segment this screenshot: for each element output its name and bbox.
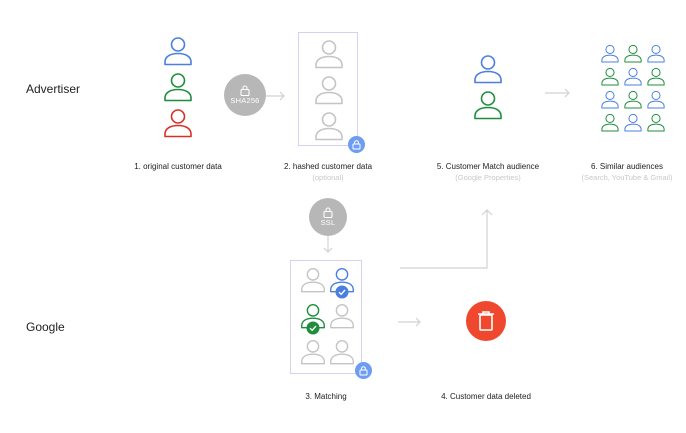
person-icon — [301, 304, 325, 329]
arrow-right-icon — [266, 91, 285, 101]
person-icon — [624, 113, 642, 132]
arrow-right-icon — [545, 88, 570, 98]
person-icon — [601, 90, 619, 109]
arrow-right-icon — [398, 317, 421, 327]
person-icon — [315, 76, 343, 105]
person-icon — [164, 37, 192, 66]
similar-audiences-group — [600, 44, 666, 134]
lock-icon — [240, 85, 250, 96]
person-icon — [301, 340, 325, 365]
customer-match-group — [472, 54, 504, 120]
person-icon — [330, 268, 354, 293]
person-icon — [330, 340, 354, 365]
person-icon — [624, 44, 642, 63]
person-icon — [647, 67, 665, 86]
step-2-caption: 2. hashed customer data — [283, 162, 373, 171]
person-icon — [624, 67, 642, 86]
person-icon — [474, 55, 502, 84]
step-2-subcaption: (optional) — [312, 173, 344, 182]
matching-lock-badge — [355, 362, 372, 379]
person-icon — [474, 91, 502, 120]
person-icon — [601, 67, 619, 86]
row-label-advertiser: Advertiser — [26, 82, 81, 96]
person-icon — [647, 113, 665, 132]
check-icon — [306, 321, 320, 335]
person-icon — [301, 268, 325, 293]
person-icon — [601, 44, 619, 63]
step-5-subcaption: (Google Properties) — [455, 173, 521, 182]
row-label-google: Google — [26, 320, 65, 334]
step-3-caption: 3. Matching — [305, 392, 347, 401]
step-1-caption: 1. original customer data — [134, 162, 222, 171]
person-icon — [601, 113, 619, 132]
step-6-caption: 6. Similar audiences — [590, 162, 664, 171]
step-4-caption: 4. Customer data deleted — [441, 392, 531, 401]
hashed-lock-badge — [348, 136, 365, 153]
step-5-caption: 5. Customer Match audience — [436, 162, 540, 171]
step-6-subcaption: (Search, YouTube & Gmail) — [581, 173, 673, 182]
person-icon — [647, 90, 665, 109]
hashed-data-frame — [298, 32, 358, 146]
arrow-up-icon — [400, 209, 493, 269]
person-icon — [315, 40, 343, 69]
original-data-group — [162, 36, 194, 140]
person-icon — [164, 73, 192, 102]
person-icon — [647, 44, 665, 63]
lock-icon — [352, 140, 361, 150]
person-icon — [624, 90, 642, 109]
lock-icon — [359, 366, 368, 376]
person-icon — [330, 304, 354, 329]
sha256-label: SHA256 — [230, 96, 260, 105]
person-icon — [164, 109, 192, 138]
check-icon — [335, 285, 349, 299]
sha256-lock: SHA256 — [224, 74, 266, 116]
ssl-lock: SSL — [309, 198, 347, 236]
ssl-label: SSL — [320, 218, 336, 227]
person-icon — [315, 112, 343, 141]
lock-icon — [323, 207, 333, 218]
arrow-down-icon — [323, 236, 333, 253]
matching-frame — [290, 260, 362, 374]
trash-icon — [466, 301, 506, 341]
